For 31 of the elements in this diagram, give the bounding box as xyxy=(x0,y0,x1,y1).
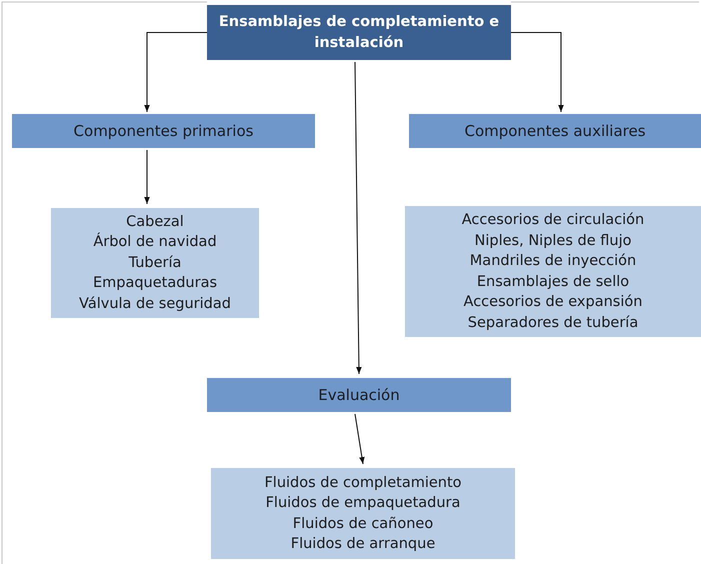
list-item: Tubería xyxy=(128,254,182,273)
category-box xyxy=(207,378,511,412)
title-box xyxy=(207,5,511,60)
list-box xyxy=(51,208,259,318)
arrow xyxy=(354,414,365,464)
list-item: Válvula de seguridad xyxy=(79,294,231,314)
list-item: Fluidos de completamiento xyxy=(264,474,462,492)
category-box xyxy=(12,114,315,148)
list-item: Fluidos de cañoneo xyxy=(292,514,434,534)
category-label: Componentes auxiliares xyxy=(464,120,646,142)
category-label: Componentes primarios xyxy=(74,120,254,142)
list-box xyxy=(211,468,515,559)
category-box xyxy=(409,114,701,148)
list-item: Mandriles de inyección xyxy=(470,252,636,271)
arrow xyxy=(354,62,362,374)
list-item: Árbol de navidad xyxy=(93,232,217,252)
category-label: Evaluación xyxy=(318,384,400,406)
list-item: Accesorios de expansión xyxy=(464,293,642,312)
list-item: Ensamblajes de sello xyxy=(476,272,630,292)
list-item: Separadores de tubería xyxy=(468,314,638,332)
list-item: Niples, Niples de flujo xyxy=(474,232,632,250)
list-item: Accesorios de circulación xyxy=(462,211,644,230)
list-box xyxy=(405,206,701,337)
list-item: Cabezal xyxy=(126,212,184,232)
arrow xyxy=(144,32,208,112)
list-item: Fluidos de arranque xyxy=(290,535,436,554)
title-text: Ensamblajes de completamiento e instalación xyxy=(218,12,500,52)
arrow xyxy=(510,32,564,112)
arrow xyxy=(144,150,150,204)
list-item: Empaquetaduras xyxy=(92,274,218,294)
list-item: Fluidos de empaquetadura xyxy=(266,494,460,513)
